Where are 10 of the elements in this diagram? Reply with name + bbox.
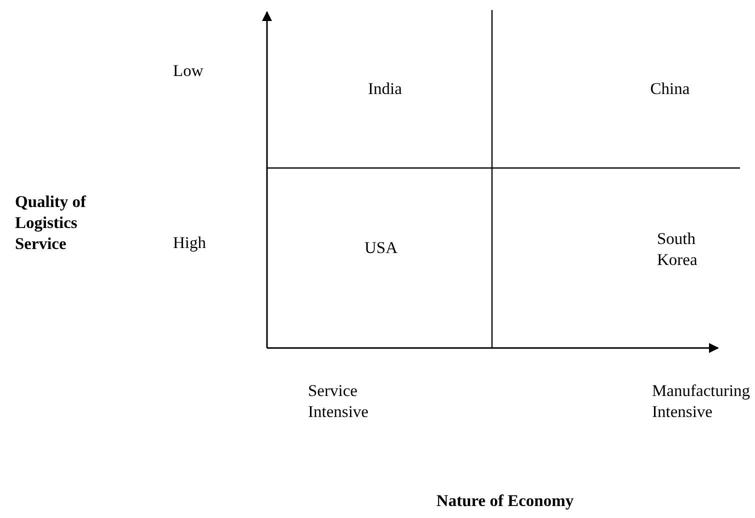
- quadrant-label: China: [649, 78, 691, 99]
- axis-level-label: Low: [173, 60, 204, 81]
- axis-level-label: High: [173, 232, 207, 253]
- quadrant-label: USA: [363, 237, 398, 258]
- quadrant-label: India: [367, 78, 403, 99]
- axis-category-label: Manufacturing Intensive: [652, 380, 752, 422]
- quadrant-label: South Korea: [657, 228, 698, 270]
- axis-category-label: Service Intensive: [308, 380, 370, 422]
- axis-title: Quality of Logistics Service: [15, 191, 88, 254]
- axis-title: Nature of Economy: [435, 490, 575, 511]
